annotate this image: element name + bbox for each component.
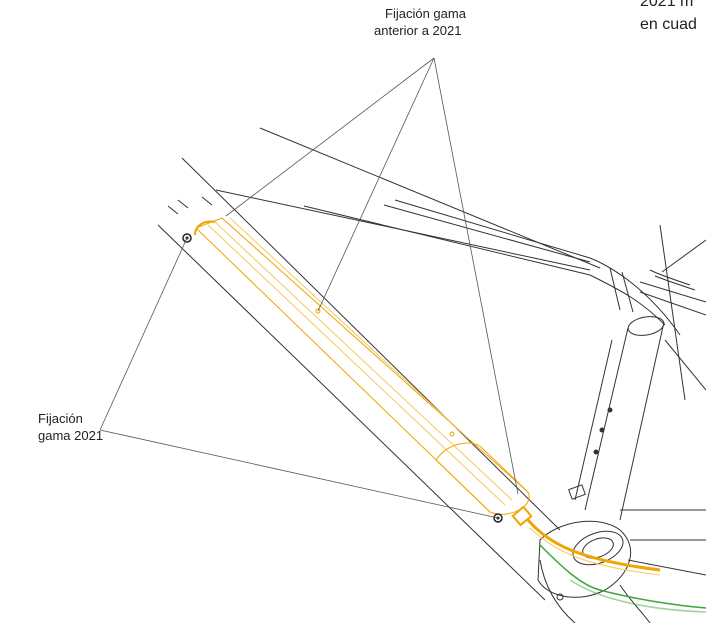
fixing-points [182,233,503,523]
corner-text-line1: 2021 m [640,0,694,10]
frame-lines [157,127,706,623]
seat-tube-top [627,316,665,336]
seat-tube-right-edge [619,321,665,521]
battery-outline [194,217,661,576]
top-callout-line1: Fijación gama [385,6,466,21]
top-callout-line2: anterior a 2021 [374,23,462,38]
callout-leaders [99,57,519,519]
leader-top-2 [317,57,435,312]
left-callout-line2: gama 2021 [38,428,104,443]
seat-tube-left-edge [584,327,629,511]
down-tube-top-edge [181,157,561,531]
leader-top-3 [433,57,519,495]
green-cable [539,544,706,613]
down-tube-bottom-edge [157,224,546,601]
top-tube-upper-edge [259,127,601,269]
leader-top-1 [225,57,435,217]
leader-left-1 [99,237,188,431]
corner-text-line2: en cuad [640,16,697,33]
leader-left-2 [99,429,499,519]
bottom-bracket-shell [537,520,632,598]
left-callout-line1: Fijación [38,411,83,426]
